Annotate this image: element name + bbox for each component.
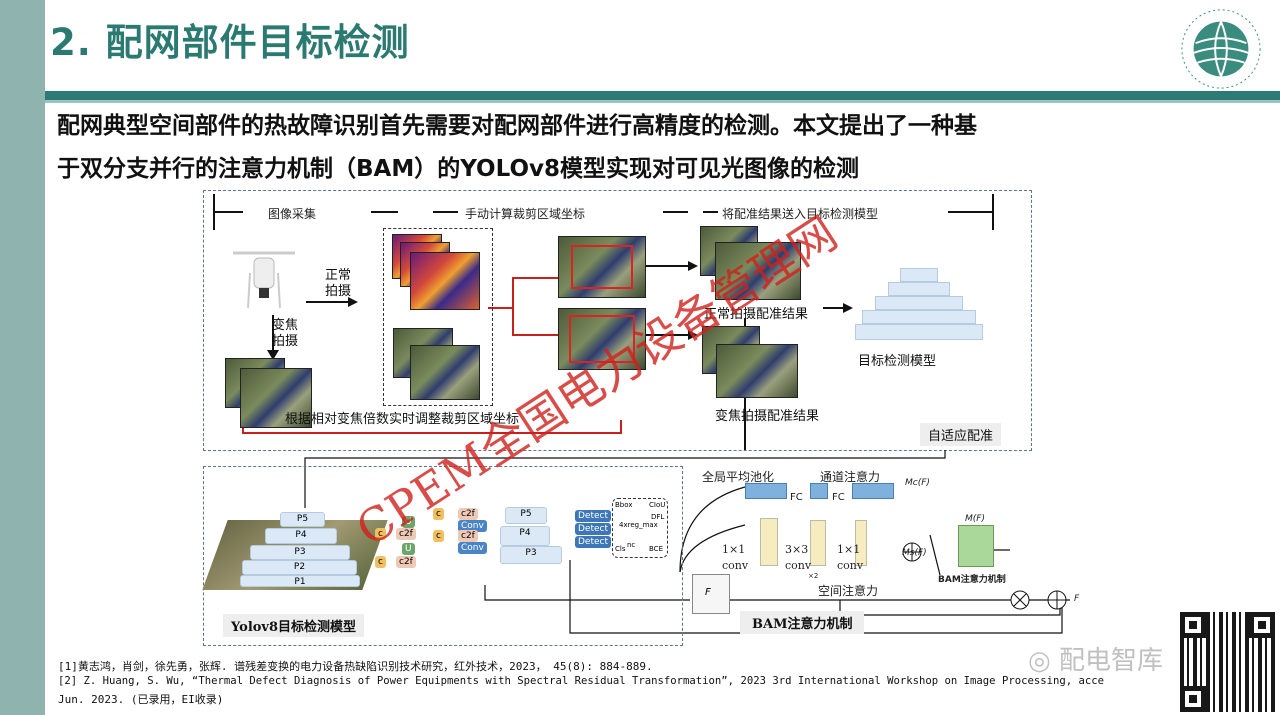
concat-node: c [433, 530, 444, 542]
bce-label: BCE [649, 545, 663, 553]
c2f-node: c2f [396, 528, 416, 540]
concat-node: c [375, 528, 386, 540]
adjust-label: 根据相对变焦倍数实时调整裁剪区域坐标 [285, 412, 520, 427]
reference-1: [1]黄志鸿，肖剑，徐先勇，张辉. 谱残差变换的电力设备热缺陷识别技术研究，红外… [58, 660, 653, 673]
spatial-attention-label: 空间注意力 [818, 584, 879, 598]
reference-2-cont: Jun. 2023. (已录用，EI收录) [58, 693, 224, 706]
wechat-icon: ◎ [1028, 646, 1059, 676]
model-pyramid-layer [855, 324, 983, 340]
conv1b-block [855, 520, 867, 566]
thermal-image [410, 252, 480, 310]
stage-send-model: 将配准结果送入目标检测模型 [722, 207, 879, 221]
cropped-zoom-image [558, 308, 646, 370]
dfl-label: DFL [651, 513, 665, 521]
x2-label: ×2 [808, 572, 819, 580]
head-detail: Bbox CIoU DFL 4xreg_max Cls nc BCE [612, 498, 668, 558]
gap-block [745, 483, 787, 499]
fc-label: FC [790, 492, 803, 503]
conv1-label: 1×1 conv [722, 543, 749, 572]
qr-finder [1249, 612, 1275, 638]
conv-node: Conv [458, 520, 487, 532]
backbone-p2: P2 [242, 560, 357, 575]
model-pyramid-layer [888, 282, 950, 296]
channel-attention-label: 通道注意力 [820, 470, 881, 484]
state-grid-logo [1181, 9, 1261, 89]
backbone-p5: P5 [280, 512, 325, 527]
upsample-node: U [402, 516, 415, 528]
qr-code [1180, 612, 1275, 712]
fc-block [810, 483, 828, 499]
cropped-normal-image [558, 236, 646, 298]
attention-map-block [958, 525, 994, 567]
normal-result-image [715, 242, 801, 300]
conv1b-label: 1×1 conv [837, 543, 864, 572]
header-divider-light [45, 100, 1280, 103]
intro-line-2: 于双分支并行的注意力机制（BAM）的YOLOv8模型实现对可见光图像的检测 [57, 156, 859, 182]
stage-crop-coords: 手动计算裁剪区域坐标 [465, 207, 586, 221]
detect-head: Detect [575, 523, 612, 535]
model-label: 目标检测模型 [858, 354, 937, 369]
normal-result-label: 正常拍摄配准结果 [704, 307, 809, 322]
backbone-p3: P3 [250, 545, 350, 560]
c2f-node: c2f [458, 530, 478, 542]
cls-label: Cls [615, 545, 626, 553]
conv3-label: 3×3 conv [785, 543, 812, 572]
concat-node: c [375, 556, 386, 568]
ms-label: Ms(F) [902, 548, 927, 558]
channel-output-block [852, 483, 894, 499]
visible-image [410, 345, 480, 400]
registration-lines [213, 194, 994, 450]
conv3-block [810, 520, 826, 566]
nc-label: nc [627, 541, 636, 549]
detect-head: Detect [575, 536, 612, 548]
c2f-node: c2f [458, 508, 478, 520]
zoom-result-image [716, 344, 798, 398]
qr-finder [1180, 612, 1206, 638]
normal-shot-label: 正常 拍摄 [325, 268, 352, 299]
adaptive-registration-label: 自适应配准 [920, 423, 1002, 446]
backbone-p4: P4 [265, 528, 337, 544]
header-divider [45, 91, 1280, 100]
mf-label: M(F) [965, 514, 985, 524]
bam-title: BAM注意力机制 [740, 611, 865, 634]
model-pyramid [900, 268, 938, 282]
registration-panel [203, 190, 1032, 451]
conv1-block [760, 518, 778, 566]
stage-image-capture: 图像采集 [268, 207, 317, 221]
qr-finder [1180, 686, 1206, 712]
conv-node: Conv [458, 542, 487, 554]
upsample-node: U [402, 543, 415, 555]
neck-p4: P4 [500, 526, 550, 546]
fc-label: FC [832, 492, 845, 503]
zoom-image [240, 368, 312, 428]
mc-label: Mc(F) [905, 478, 930, 488]
yolo-panel [203, 466, 683, 646]
left-accent-bar [0, 0, 45, 715]
crop-image-group [383, 228, 493, 406]
reg-label: 4xreg_max [619, 521, 658, 529]
intro-line-1: 配网典型空间部件的热故障识别首先需要对配网部件进行高精度的检测。本文提出了一种基 [57, 113, 977, 139]
gap-label: 全局平均池化 [702, 470, 775, 484]
yolo-title: Yolov8目标检测模型 [223, 614, 365, 637]
wechat-watermark-text: 配电智库 [1058, 646, 1163, 676]
detect-head: Detect [575, 510, 612, 522]
zoom-shot-label: 变焦 拍摄 [272, 318, 299, 349]
model-pyramid-layer [862, 310, 976, 324]
zoom-result-label: 变焦拍摄配准结果 [715, 409, 820, 424]
bbox-label: Bbox [615, 501, 633, 509]
bam-block-label: BAM注意力机制 [938, 575, 1006, 585]
backbone-p1: P1 [240, 575, 360, 587]
neck-p3: P3 [500, 546, 562, 564]
wechat-watermark: ◎ 配电智库 [1028, 640, 1163, 677]
slide-title: 2. 配网部件目标检测 [50, 21, 410, 64]
drone-icon [233, 251, 295, 309]
neck-p5: P5 [505, 507, 547, 524]
ciou-label: CIoU [649, 501, 666, 509]
reference-2: [2] Z. Huang, S. Wu, “Thermal Defect Dia… [58, 675, 1104, 687]
c2f-node: c2f [396, 556, 416, 568]
model-pyramid-layer [875, 296, 963, 310]
concat-node: c [433, 508, 444, 520]
feature-input-block: F [692, 574, 730, 614]
output-f-label: F [1074, 594, 1080, 604]
